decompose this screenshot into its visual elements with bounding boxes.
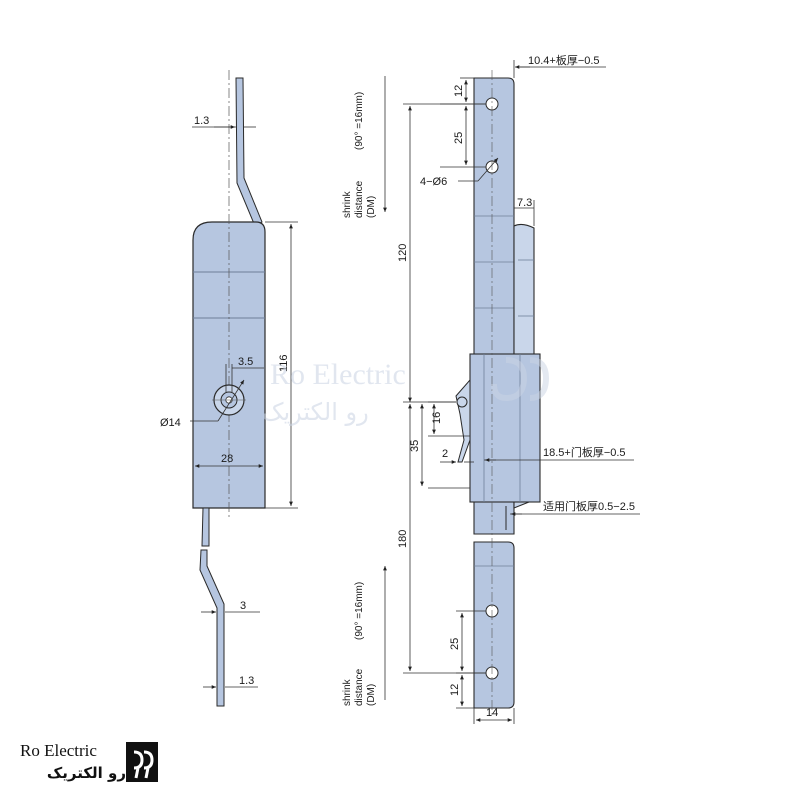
svg-text:distance: distance xyxy=(354,180,365,218)
dim-12-bottom: 12 xyxy=(449,684,461,696)
dim-cam: 3.5 xyxy=(238,356,253,368)
bottom-rod-lower xyxy=(199,549,225,707)
shrink-top-l2: distance xyxy=(354,180,365,218)
side-view-lock xyxy=(455,70,541,716)
shrink-bottom: shrink distance (DM) (90° =16mm) xyxy=(342,566,387,706)
watermark-latin: Ro Electric xyxy=(270,358,406,391)
shrink-bottom-note: (90° =16mm) xyxy=(354,582,365,640)
svg-text:(DM): (DM) xyxy=(366,196,377,218)
cam xyxy=(455,378,471,463)
dim-14: 14 xyxy=(486,707,498,719)
dim-18-5: 18.5+门板厚−0.5 xyxy=(543,445,626,459)
shrink-top: shrink distance (DM) (90° =16mm) xyxy=(342,76,387,218)
shrink-top-l1: shrink xyxy=(342,190,353,218)
dim-2: 2 xyxy=(442,448,448,460)
dim-25-top: 25 xyxy=(453,132,465,144)
dim-width: 28 xyxy=(221,453,233,465)
dim-35: 35 xyxy=(409,440,421,452)
svg-text:shrink: shrink xyxy=(342,678,353,706)
dim-25-bottom: 25 xyxy=(449,638,461,650)
svg-text:(DM): (DM) xyxy=(366,684,377,706)
dim-12-top: 12 xyxy=(453,85,465,97)
shrink-bottom-l2: distance xyxy=(354,668,365,706)
dim-180: 180 xyxy=(397,530,409,548)
front-view-dimensions xyxy=(190,125,298,689)
brand-name-fa: رو الکتریک xyxy=(46,764,126,782)
svg-text:distance: distance xyxy=(354,668,365,706)
dim-top-offset: 10.4+板厚−0.5 xyxy=(528,53,600,67)
dim-hole: Ø14 xyxy=(160,417,181,429)
side-view-dimensions xyxy=(403,60,640,724)
dim-16: 16 xyxy=(431,412,443,424)
bottom-rod xyxy=(201,507,210,547)
shrink-bottom-l1: shrink xyxy=(342,678,353,706)
lock-housing xyxy=(469,353,541,503)
dim-height: 116 xyxy=(278,354,290,372)
shrink-bottom-l3: (DM) xyxy=(366,684,377,706)
dim-door: 适用门板厚0.5−2.5 xyxy=(543,499,635,513)
svg-text:shrink: shrink xyxy=(342,190,353,218)
dim-7-3: 7.3 xyxy=(517,197,532,209)
lower-bar xyxy=(473,541,515,709)
dim-top-rod: 1.3 xyxy=(194,115,209,127)
dim-bend: 3 xyxy=(240,600,246,612)
brand-logo-icon xyxy=(126,742,158,782)
shrink-top-l3: (DM) xyxy=(366,196,377,218)
watermark-persian: رو الکتریک xyxy=(262,398,369,426)
front-view-lock xyxy=(192,70,266,707)
watermark: Ro Electric رو الکتریک xyxy=(262,357,550,426)
shrink-top-note: (90° =16mm) xyxy=(354,92,365,150)
top-rod xyxy=(235,77,263,227)
dim-bottom-rod: 1.3 xyxy=(239,675,254,687)
dim-holes: 4−Ø6 xyxy=(420,176,447,188)
brand-name-en: Ro Electric xyxy=(20,741,97,760)
dim-120: 120 xyxy=(397,244,409,262)
